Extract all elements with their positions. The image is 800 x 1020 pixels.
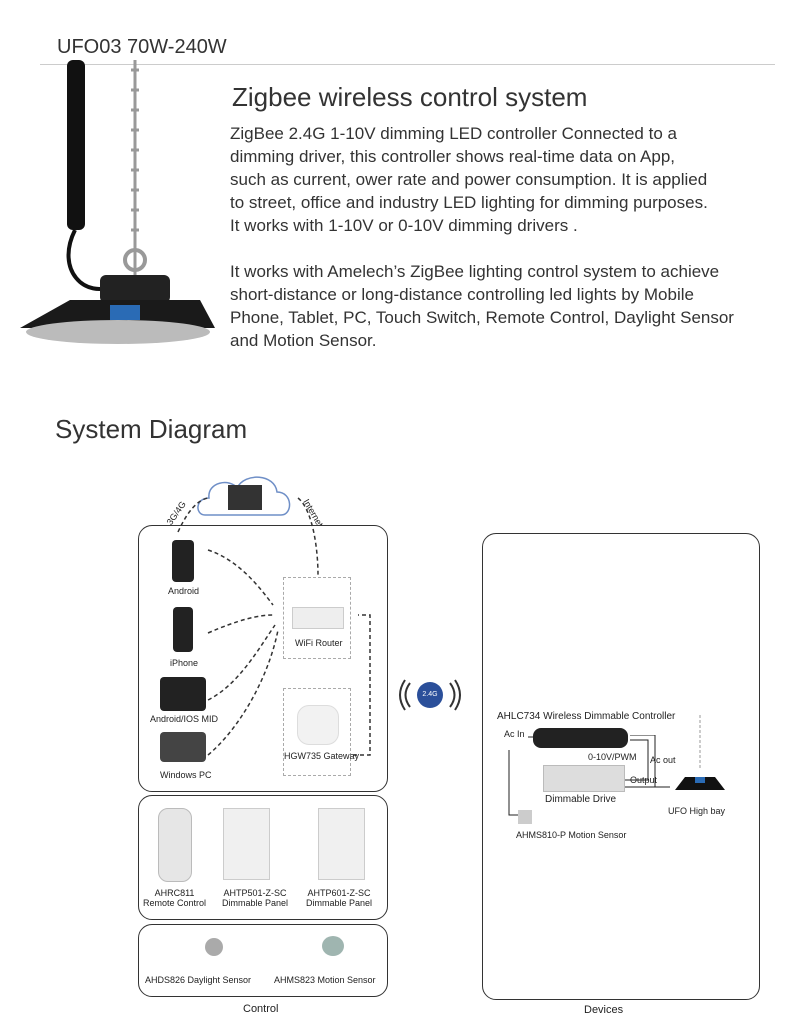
product-title: UFO03 70W-240W xyxy=(57,36,227,58)
cloud-server-icon xyxy=(197,476,291,516)
text-line: ZigBee 2.4G 1-10V dimming LED controller… xyxy=(230,124,677,143)
driver-label: Dimmable Drive xyxy=(545,794,617,805)
client-label: Android/IOS MID xyxy=(150,714,219,724)
ufo-high-bay-icon xyxy=(675,715,725,790)
client-label: Android xyxy=(168,586,200,596)
sensors-box xyxy=(138,924,388,997)
gateway-frame xyxy=(283,688,351,776)
controller-icon xyxy=(533,728,628,748)
sensor-label: AHMS823 Motion Sensor xyxy=(274,975,376,985)
sensor-label: AHDS826 Daylight Sensor xyxy=(145,975,252,985)
text-line: to street, office and industry LED light… xyxy=(230,193,708,212)
control-caption: Control xyxy=(243,1003,279,1015)
router-label: WiFi Router xyxy=(295,638,343,648)
text-line: Phone, Tablet, PC, Touch Switch, Remote … xyxy=(230,308,734,327)
dim-signal-label: 0-10V/PWM xyxy=(588,752,637,762)
controller-label: AHLC734 Wireless Dimmable Controller xyxy=(497,711,676,722)
gateway-label: HGW735 Gateway xyxy=(284,751,360,761)
text-line: It works with 1-10V or 0-10V dimming dri… xyxy=(230,216,578,235)
ufo-highbay-lamp-image xyxy=(20,60,215,344)
tablet-icon xyxy=(160,677,206,711)
remote-control-icon xyxy=(158,808,192,882)
laptop-icon xyxy=(160,732,206,762)
dimmable-driver-icon xyxy=(543,765,625,792)
text-line: such as current, ower rate and power con… xyxy=(230,170,708,189)
system-diagram-heading: System Diagram xyxy=(55,414,248,444)
client-label: iPhone xyxy=(170,658,199,668)
output-label: Output xyxy=(630,775,658,785)
daylight-sensor-icon xyxy=(205,938,223,956)
router-frame xyxy=(283,577,351,659)
dashed-connection-arrows xyxy=(177,497,371,756)
android-phone-icon xyxy=(172,540,194,582)
divider xyxy=(40,64,775,65)
wireless-signal-icon xyxy=(399,679,461,711)
text-line: short-distance or long-distance controll… xyxy=(230,285,694,304)
devices-caption: Devices xyxy=(584,1004,624,1016)
client-label: Windows PC xyxy=(160,770,212,780)
section-heading-zigbee: Zigbee wireless control system xyxy=(232,82,588,112)
text-line: It works with Amelech’s ZigBee lighting … xyxy=(230,262,720,281)
text-line: dimming driver, this controller shows re… xyxy=(230,147,676,166)
wiring-arrows xyxy=(508,735,670,816)
iphone-icon xyxy=(173,607,193,652)
sensor-device-label: AHMS810-P Motion Sensor xyxy=(516,830,627,840)
gateway-icon xyxy=(297,705,339,745)
intro-paragraph-2: It works with Amelech’s ZigBee lighting … xyxy=(230,260,800,352)
motion-sensor-device-icon xyxy=(518,810,532,824)
dimmable-panel-icon xyxy=(223,808,270,880)
lamp-label: UFO High bay xyxy=(668,806,726,816)
wifi-router-icon xyxy=(292,607,344,629)
motion-sensor-icon xyxy=(322,936,344,956)
wireless-badge: 2.4G xyxy=(417,682,443,708)
ac-out-label: Ac out xyxy=(650,755,676,765)
text-line: and Motion Sensor. xyxy=(230,331,377,350)
dimmable-panel-icon xyxy=(318,808,365,880)
intro-paragraph-1: ZigBee 2.4G 1-10V dimming LED controller… xyxy=(230,122,800,237)
ac-in-label: Ac In xyxy=(504,729,525,739)
